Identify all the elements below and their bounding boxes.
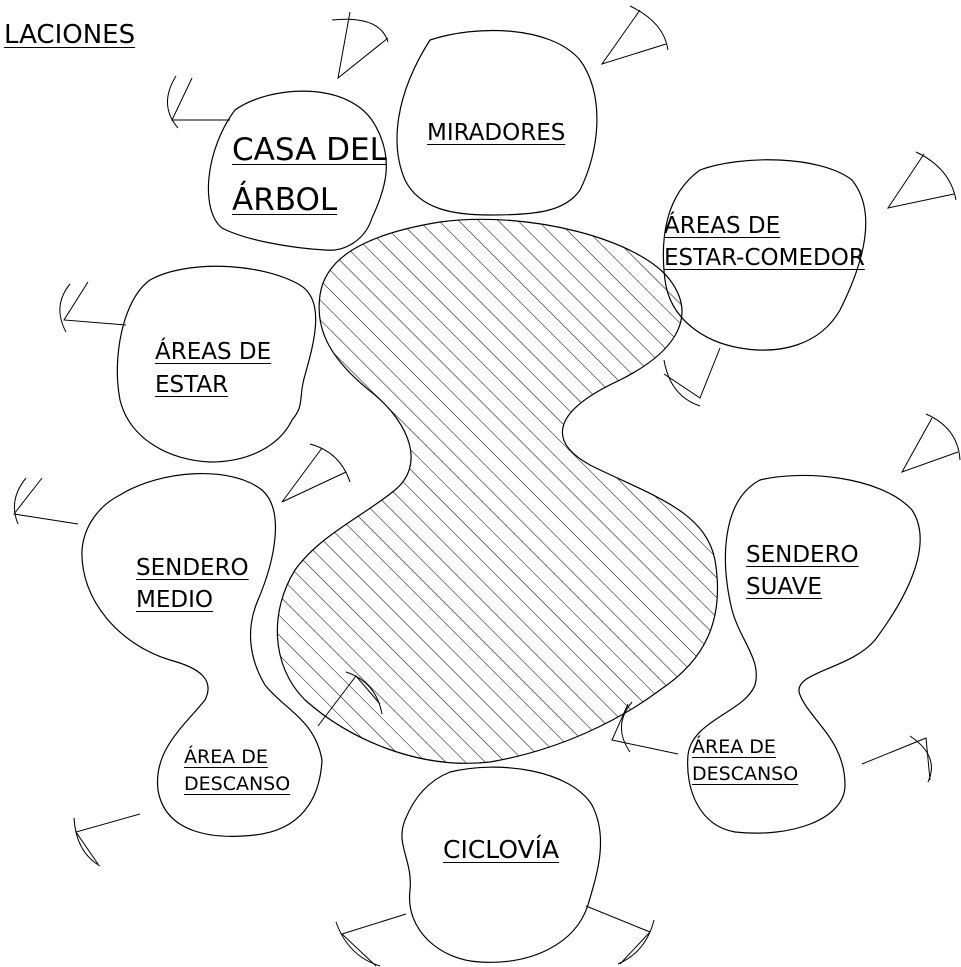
bubble-areas-estar-comedor	[662, 159, 867, 351]
view-cone-6	[663, 347, 721, 407]
bubble-areas-de-estar	[116, 265, 317, 463]
view-cone-8	[13, 477, 79, 525]
view-cone-3	[167, 75, 230, 129]
view-cone-15	[585, 905, 655, 965]
view-cone-4	[886, 151, 957, 209]
view-cone-13	[73, 813, 141, 867]
central-hatched-area	[276, 218, 719, 764]
bubble-sendero-suave	[687, 474, 921, 834]
view-cone-10	[317, 671, 383, 727]
bubble-ciclovia	[401, 766, 602, 963]
bubble-sendero-medio	[81, 472, 323, 837]
view-cone-2	[600, 5, 669, 65]
view-cone-9	[900, 413, 961, 473]
bubble-casa-del-arbol	[207, 90, 387, 251]
view-cone-7	[281, 443, 351, 503]
view-cone-11	[611, 701, 679, 755]
bubble-miradores	[396, 29, 598, 216]
view-cone-12	[861, 735, 932, 783]
view-cone-1	[331, 11, 389, 80]
view-cone-5	[59, 281, 127, 333]
view-cone-14	[335, 913, 407, 967]
